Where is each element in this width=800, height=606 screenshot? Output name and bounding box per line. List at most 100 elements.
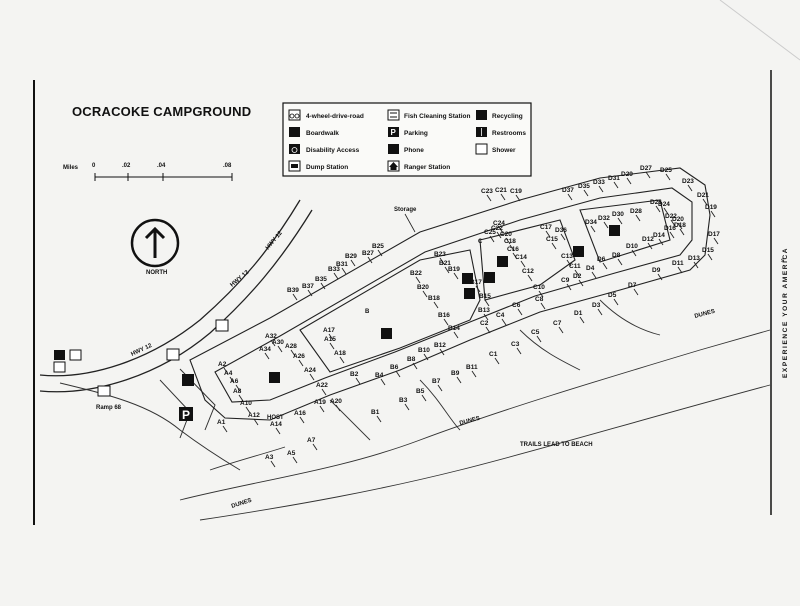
site-spur [270, 339, 276, 347]
site-spur [505, 237, 511, 245]
site-label-d24: D24 [658, 201, 670, 208]
site-spur [591, 271, 597, 279]
site-spur [500, 193, 506, 201]
scale-bar: Miles 0 .02 .04 .08 [63, 163, 233, 181]
site-label-d4: D4 [586, 265, 595, 272]
dunes-mid-label: DUNES [459, 416, 481, 427]
site-spur [566, 259, 572, 267]
site-spur [658, 238, 664, 246]
site-label-a8: A8 [233, 388, 242, 395]
site-spur [489, 235, 495, 243]
site-spur [509, 244, 515, 252]
site-label-d21: D21 [697, 192, 709, 199]
site-spur [579, 316, 585, 324]
phone-icon [388, 144, 399, 154]
legend-item-parking: P Parking [388, 127, 428, 137]
site-spur [380, 378, 386, 386]
site-label-a16: A16 [294, 410, 306, 417]
site-label-d36: D36 [555, 227, 567, 234]
site-label-d8: D8 [612, 252, 621, 259]
campground-road [189, 167, 711, 421]
dump-station-icon [53, 361, 66, 373]
north-label: NORTH [146, 270, 167, 276]
site-label-a22: A22 [316, 382, 328, 389]
site-label-b31: B31 [336, 261, 348, 268]
site-spur [677, 266, 683, 274]
svg-text:Ranger Station: Ranger Station [404, 164, 450, 171]
site-spur [376, 415, 382, 423]
site-spur [433, 301, 439, 309]
site-label-c25: C25 [484, 229, 496, 236]
site-spur [527, 274, 533, 282]
site-label-d33: D33 [593, 179, 605, 186]
site-label-d29: D29 [621, 171, 633, 178]
fish-cleaning-icon [387, 109, 400, 121]
svg-text:P: P [391, 128, 397, 137]
site-spur [501, 318, 507, 326]
site-spur [551, 242, 557, 250]
site-label-a12: A12 [248, 412, 260, 419]
site-label-d37: D37 [562, 187, 574, 194]
site-label-b11: B11 [466, 364, 478, 371]
site-spur [484, 299, 490, 307]
site-spur [471, 370, 477, 378]
site-label-b17: B17 [470, 279, 482, 286]
site-label-a10: A10 [240, 400, 252, 407]
site-label-b21: B21 [439, 260, 451, 267]
storage-label: Storage [394, 207, 417, 213]
page-title: OCRACOKE CAMPGROUND [72, 104, 251, 119]
site-spur [540, 302, 546, 310]
site-spur [567, 193, 573, 201]
site-spur [635, 214, 641, 222]
site-spur [516, 347, 522, 355]
site-spur [320, 282, 326, 290]
site-spur [341, 267, 347, 275]
site-label-d35: D35 [578, 183, 590, 190]
site-label-b33: B33 [328, 266, 340, 273]
site-spur [309, 373, 315, 381]
site-label-b5: B5 [416, 388, 425, 395]
site-spur [702, 198, 708, 206]
recycling-icon [476, 110, 487, 120]
site-label-a7: A7 [307, 437, 316, 444]
site-spur [663, 207, 669, 215]
site-spur [517, 308, 523, 316]
site-spur [679, 228, 685, 236]
site-spur [292, 456, 298, 464]
site-label-d34: D34 [585, 219, 597, 226]
site-spur [633, 288, 639, 296]
site-spur [229, 376, 235, 384]
site-spur [238, 394, 244, 402]
site-spur [298, 359, 304, 367]
svg-text:Recycling: Recycling [492, 113, 523, 120]
site-spur [693, 261, 699, 269]
site-label-a1: A1 [217, 419, 226, 426]
svg-text:Shower: Shower [492, 147, 516, 154]
site-spur [264, 352, 270, 360]
site-label-a17: A17 [323, 327, 335, 334]
site-spur [422, 290, 428, 298]
site-spur [350, 259, 356, 267]
site-label-c20: C20 [500, 231, 512, 238]
4wd-road-icon [97, 385, 111, 397]
site-spur [444, 266, 450, 274]
site-spur [312, 443, 318, 451]
legend-item-restrooms: Restrooms [476, 127, 526, 137]
site-spur [275, 427, 281, 435]
site-spur [655, 205, 661, 213]
site-label-a28: A28 [285, 343, 297, 350]
site-spur [412, 362, 418, 370]
site-label-d19: D19 [705, 204, 717, 211]
site-spur [235, 384, 241, 392]
site-label-b14: B14 [448, 325, 460, 332]
site-label-c8: C8 [535, 296, 544, 303]
site-label-c22: C22 [491, 225, 503, 232]
ranger-station-icon [166, 348, 180, 361]
site-spur [321, 388, 327, 396]
scale-tick-2: .04 [157, 163, 166, 169]
site-spur [617, 258, 623, 266]
site-label-c3: C3 [511, 341, 520, 348]
site-label-b23: B23 [434, 251, 446, 258]
site-label-b20: B20 [417, 284, 429, 291]
site-spur [496, 231, 502, 239]
